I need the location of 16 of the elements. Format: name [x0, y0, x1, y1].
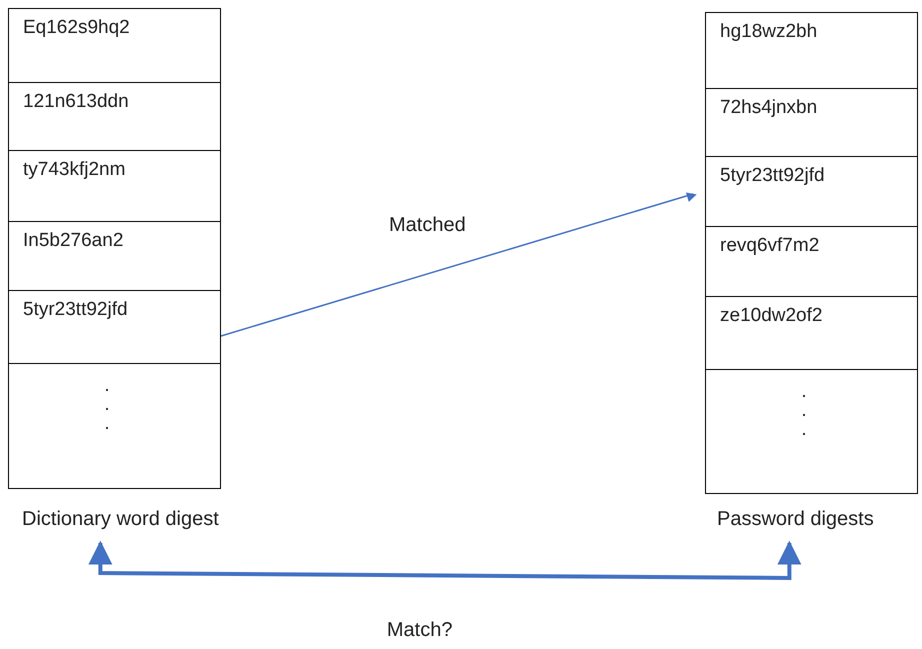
digest-cell: 72hs4jnxbn [705, 88, 918, 158]
ellipsis-cell: . . . [8, 363, 221, 488]
digest-cell: In5b276an2 [8, 221, 221, 292]
digest-cell: revq6vf7m2 [705, 226, 918, 298]
digest-cell: 5tyr23tt92jfd [705, 156, 918, 228]
digest-cell: 5tyr23tt92jfd [8, 290, 221, 364]
digest-cell: 121n613ddn [8, 82, 221, 152]
digest-cell: Eq162s9hq2 [8, 8, 221, 84]
ellipsis-cell: . . . [705, 369, 918, 494]
digest-cell: hg18wz2bh [705, 12, 918, 90]
arrow [220, 192, 697, 337]
table-caption: Dictionary word digest [22, 508, 219, 531]
arrow [88, 540, 802, 580]
table-caption: Password digests [717, 508, 874, 531]
digest-cell: ty743kfj2nm [8, 150, 221, 222]
digest-cell: ze10dw2of2 [705, 296, 918, 370]
